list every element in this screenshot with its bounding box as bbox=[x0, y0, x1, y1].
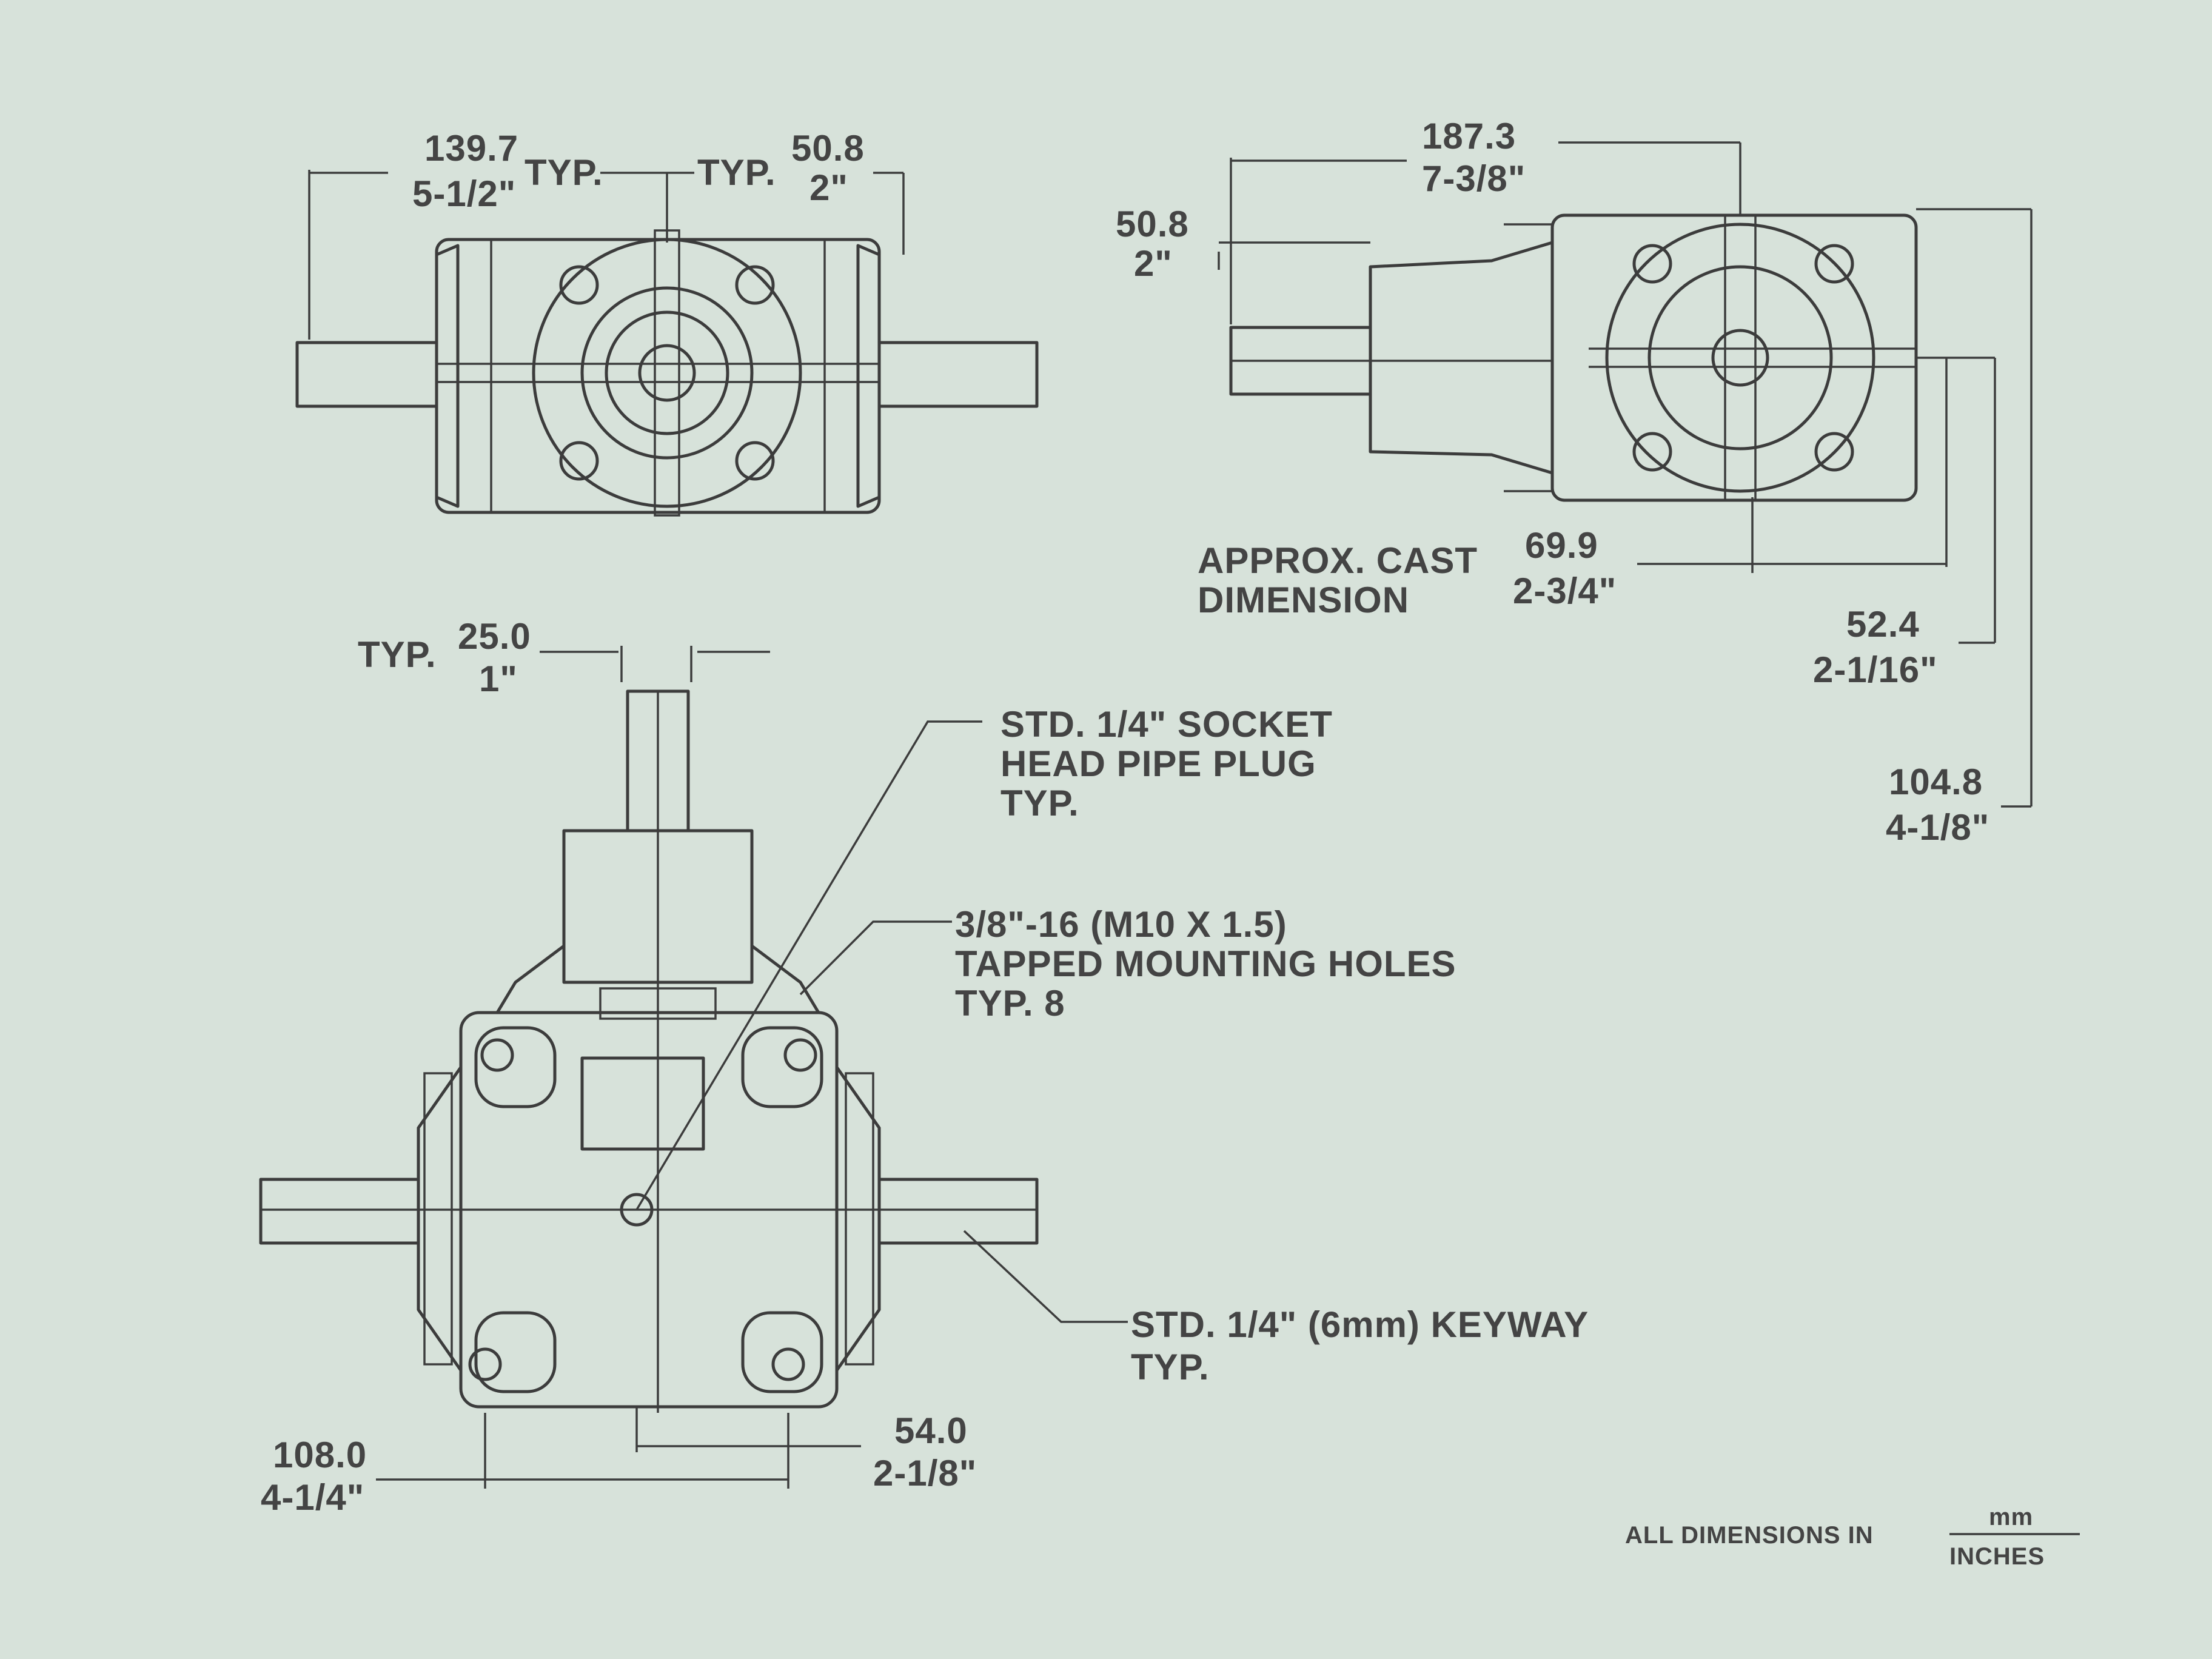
side-top-dim-mm: 187.3 bbox=[1422, 116, 1516, 156]
side-cast-dim-in: 2-3/4" bbox=[1513, 571, 1617, 611]
side-view bbox=[1218, 141, 2033, 808]
top-view-labels: TYP. 25.0 1" STD. 1/4" SOCKET HEAD PIPE … bbox=[261, 616, 1589, 1518]
half-dim-in: 2-1/8" bbox=[873, 1453, 977, 1493]
side-view-labels: 187.3 7-3/8" 50.8 2" APPROX. CAST DIMENS… bbox=[1116, 116, 1989, 848]
top-shaft-dim-in: 1" bbox=[479, 659, 518, 699]
front-view bbox=[295, 170, 1039, 517]
side-outer-dim-mm: 104.8 bbox=[1889, 762, 1983, 802]
front-right-dim-mm: 50.8 bbox=[791, 128, 865, 169]
front-view-labels: 139.7 5-1/2" TYP. TYP. 50.8 2" bbox=[412, 128, 865, 214]
base-dim-in: 4-1/4" bbox=[261, 1477, 364, 1518]
holes-note-line-1: 3/8"-16 (M10 X 1.5) bbox=[955, 904, 1287, 945]
top-shaft-typ: TYP. bbox=[358, 634, 437, 675]
front-left-dim-mm: 139.7 bbox=[424, 128, 518, 169]
side-cast-dim-mm: 69.9 bbox=[1525, 525, 1598, 566]
front-left-dim-in: 5-1/2" bbox=[412, 173, 516, 214]
side-top-dim-in: 7-3/8" bbox=[1422, 158, 1526, 199]
plug-note-line-1: STD. 1/4" SOCKET bbox=[1000, 704, 1333, 745]
base-dim-mm: 108.0 bbox=[273, 1435, 367, 1475]
plug-note-line-2: HEAD PIPE PLUG bbox=[1000, 743, 1316, 784]
keyway-note-line-1: STD. 1/4" (6mm) KEYWAY bbox=[1131, 1304, 1589, 1345]
side-shaft-dim-mm: 50.8 bbox=[1116, 204, 1189, 244]
top-view bbox=[259, 646, 1128, 1489]
units-prefix: ALL DIMENSIONS IN bbox=[1625, 1522, 1874, 1549]
front-left-typ: TYP. bbox=[525, 152, 603, 193]
side-cast-label-1: APPROX. CAST bbox=[1198, 540, 1478, 581]
side-shaft-dim-in: 2" bbox=[1134, 243, 1173, 284]
top-shaft-dim-mm: 25.0 bbox=[458, 616, 531, 657]
holes-note-line-2: TAPPED MOUNTING HOLES bbox=[955, 943, 1456, 984]
side-outer-dim-in: 4-1/8" bbox=[1886, 807, 1989, 848]
side-mid-dim-mm: 52.4 bbox=[1846, 604, 1920, 645]
half-dim-mm: 54.0 bbox=[894, 1410, 968, 1451]
side-mid-dim-in: 2-1/16" bbox=[1813, 649, 1938, 690]
keyway-note-line-2: TYP. bbox=[1131, 1347, 1210, 1387]
front-right-dim-in: 2" bbox=[809, 167, 848, 208]
plug-note-line-3: TYP. bbox=[1000, 783, 1079, 823]
units-mm: mm bbox=[1989, 1504, 2033, 1530]
side-cast-label-2: DIMENSION bbox=[1198, 580, 1409, 620]
units-inches: INCHES bbox=[1949, 1543, 2045, 1570]
front-right-typ: TYP. bbox=[697, 152, 776, 193]
units-footer: ALL DIMENSIONS IN mm INCHES bbox=[1625, 1504, 2080, 1570]
holes-note-line-3: TYP. 8 bbox=[955, 983, 1065, 1024]
